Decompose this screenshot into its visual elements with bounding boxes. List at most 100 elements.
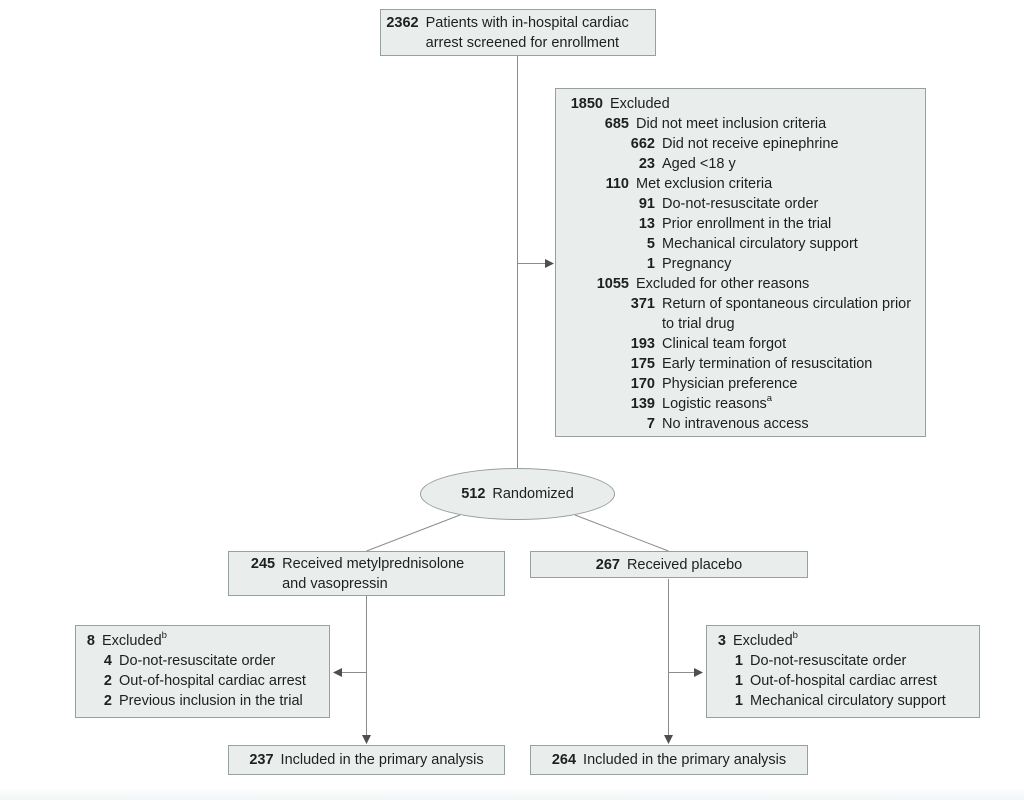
screened-entry: 2362 Patients with in-hospital cardiac a…	[386, 13, 649, 53]
row-count: 685	[604, 116, 629, 132]
outcome-steroids-label: Included in the primary analysis	[280, 752, 484, 768]
randomized-ellipse: 512 Randomized	[420, 468, 615, 520]
row-count: 3	[717, 633, 726, 649]
excluded-row: 662 Did not receive epinephrine	[563, 134, 919, 154]
arrowhead-right-outcome	[664, 735, 673, 744]
arrowhead-right-excluded	[694, 668, 703, 677]
outcome-box-steroids: 237 Included in the primary analysis	[228, 745, 505, 775]
row-count: 8	[86, 633, 95, 649]
excluded-row: 91 Do-not-resuscitate order	[563, 194, 919, 214]
excluded-row: 5 Mechanical circulatory support	[563, 234, 919, 254]
row-count: 175	[630, 356, 655, 372]
excluded-row: 193 Clinical team forgot	[563, 334, 919, 354]
randomized-count: 512	[461, 486, 486, 502]
row-label: Mechanical circulatory support	[662, 236, 858, 252]
arm-steroids-entry: 245 Received metylprednisolone and vasop…	[251, 554, 482, 594]
row-label: Aged <18 y	[662, 156, 736, 172]
row-label: Excludedb	[733, 630, 798, 649]
excluded-box-steroids-arm: 8 Excludedb 4 Do-not-resuscitate order 2…	[75, 625, 330, 718]
connector-diagonal-left	[366, 514, 461, 552]
arm-steroids-label: Received metylprednisolone and vasopress…	[282, 555, 465, 592]
row-label: Prior enrollment in the trial	[662, 216, 832, 232]
excluded-row: 1 Mechanical circulatory support	[714, 691, 973, 711]
footnote-marker-a: a	[766, 393, 773, 405]
row-count: 1055	[596, 276, 629, 292]
arrowhead-left-excluded	[333, 668, 342, 677]
arm-box-placebo: 267 Received placebo	[530, 551, 808, 578]
row-label: Do-not-resuscitate order	[662, 196, 819, 212]
excluded-box-placebo-arm: 3 Excludedb 1 Do-not-resuscitate order 1…	[706, 625, 980, 718]
row-label: Mechanical circulatory support	[750, 693, 946, 709]
row-count: 1	[734, 673, 743, 689]
row-label: Do-not-resuscitate order	[119, 653, 276, 669]
excluded-row: 13 Prior enrollment in the trial	[563, 214, 919, 234]
row-label: Previous inclusion in the trial	[119, 693, 303, 709]
excluded-row: 175 Early termination of resuscitation	[563, 354, 919, 374]
row-label: Logistic reasonsa	[662, 393, 773, 412]
excluded-row: 1850 Excluded	[563, 94, 919, 114]
row-label: Clinical team forgot	[662, 336, 787, 352]
excluded-row: 7 No intravenous access	[563, 414, 919, 434]
excluded-row: 139 Logistic reasonsa	[563, 394, 919, 414]
row-label: Return of spontaneous circulation prior …	[662, 296, 912, 332]
row-count: 2	[103, 693, 112, 709]
arm-box-steroids: 245 Received metylprednisolone and vasop…	[228, 551, 505, 596]
outcome-placebo-label: Included in the primary analysis	[583, 752, 787, 768]
excluded-row: 110 Met exclusion criteria	[563, 174, 919, 194]
row-label: Met exclusion criteria	[636, 176, 773, 192]
excluded-box: 1850 Excluded 685 Did not meet inclusion…	[555, 88, 926, 437]
row-count: 13	[638, 216, 655, 232]
row-label: Early termination of resuscitation	[662, 356, 873, 372]
row-label: Did not receive epinephrine	[662, 136, 839, 152]
excluded-row: 1055 Excluded for other reasons	[563, 274, 919, 294]
outcome-box-placebo: 264 Included in the primary analysis	[530, 745, 808, 775]
row-count: 91	[638, 196, 655, 212]
connector-diagonal-right	[574, 514, 669, 552]
row-count: 5	[646, 236, 655, 252]
row-label: Excluded for other reasons	[636, 276, 810, 292]
excluded-row: 3 Excludedb	[714, 631, 973, 651]
arrowhead-left-outcome	[362, 735, 371, 744]
row-label: Out-of-hospital cardiac arrest	[750, 673, 937, 689]
arm-steroids-count: 245	[250, 555, 276, 572]
row-count: 193	[630, 336, 655, 352]
row-count: 110	[605, 176, 629, 192]
outcome-steroids-count: 237	[249, 752, 274, 768]
row-count: 662	[630, 136, 655, 152]
row-label: Pregnancy	[662, 256, 732, 272]
row-count: 1	[734, 693, 743, 709]
row-count: 139	[630, 396, 655, 412]
arm-placebo-label: Received placebo	[626, 556, 743, 573]
row-count: 1850	[570, 96, 603, 112]
excluded-row: 1 Do-not-resuscitate order	[714, 651, 973, 671]
row-label: Excludedb	[102, 630, 167, 649]
excluded-row: 8 Excludedb	[83, 631, 323, 651]
row-count: 2	[103, 673, 112, 689]
row-count: 23	[638, 156, 655, 172]
row-count: 1	[734, 653, 743, 669]
outcome-placebo-count: 264	[551, 752, 577, 768]
excluded-row: 2 Previous inclusion in the trial	[83, 691, 323, 711]
screened-label: Patients with in-hospital cardiac arrest…	[425, 14, 629, 51]
screened-count: 2362	[386, 14, 419, 31]
excluded-row: 170 Physician preference	[563, 374, 919, 394]
outcome-placebo-entry: 264 Included in the primary analysis	[552, 750, 786, 770]
arrowhead-to-excluded	[545, 259, 554, 268]
excluded-row: 2 Out-of-hospital cardiac arrest	[83, 671, 323, 691]
row-count: 371	[630, 296, 655, 312]
footnote-marker-b: b	[792, 630, 798, 642]
row-label: Did not meet inclusion criteria	[636, 116, 827, 132]
excluded-row: 1 Pregnancy	[563, 254, 919, 274]
arm-placebo-entry: 267 Received placebo	[596, 555, 742, 575]
excluded-row: 685 Did not meet inclusion criteria	[563, 114, 919, 134]
screened-box: 2362 Patients with in-hospital cardiac a…	[380, 9, 656, 56]
row-label: Physician preference	[662, 376, 798, 392]
row-label: Out-of-hospital cardiac arrest	[119, 673, 306, 689]
outcome-steroids-entry: 237 Included in the primary analysis	[249, 750, 483, 770]
randomized-label: Randomized	[492, 486, 574, 502]
randomized-entry: 512 Randomized	[461, 484, 574, 504]
arm-placebo-count: 267	[595, 556, 620, 573]
row-label: No intravenous access	[662, 416, 809, 432]
